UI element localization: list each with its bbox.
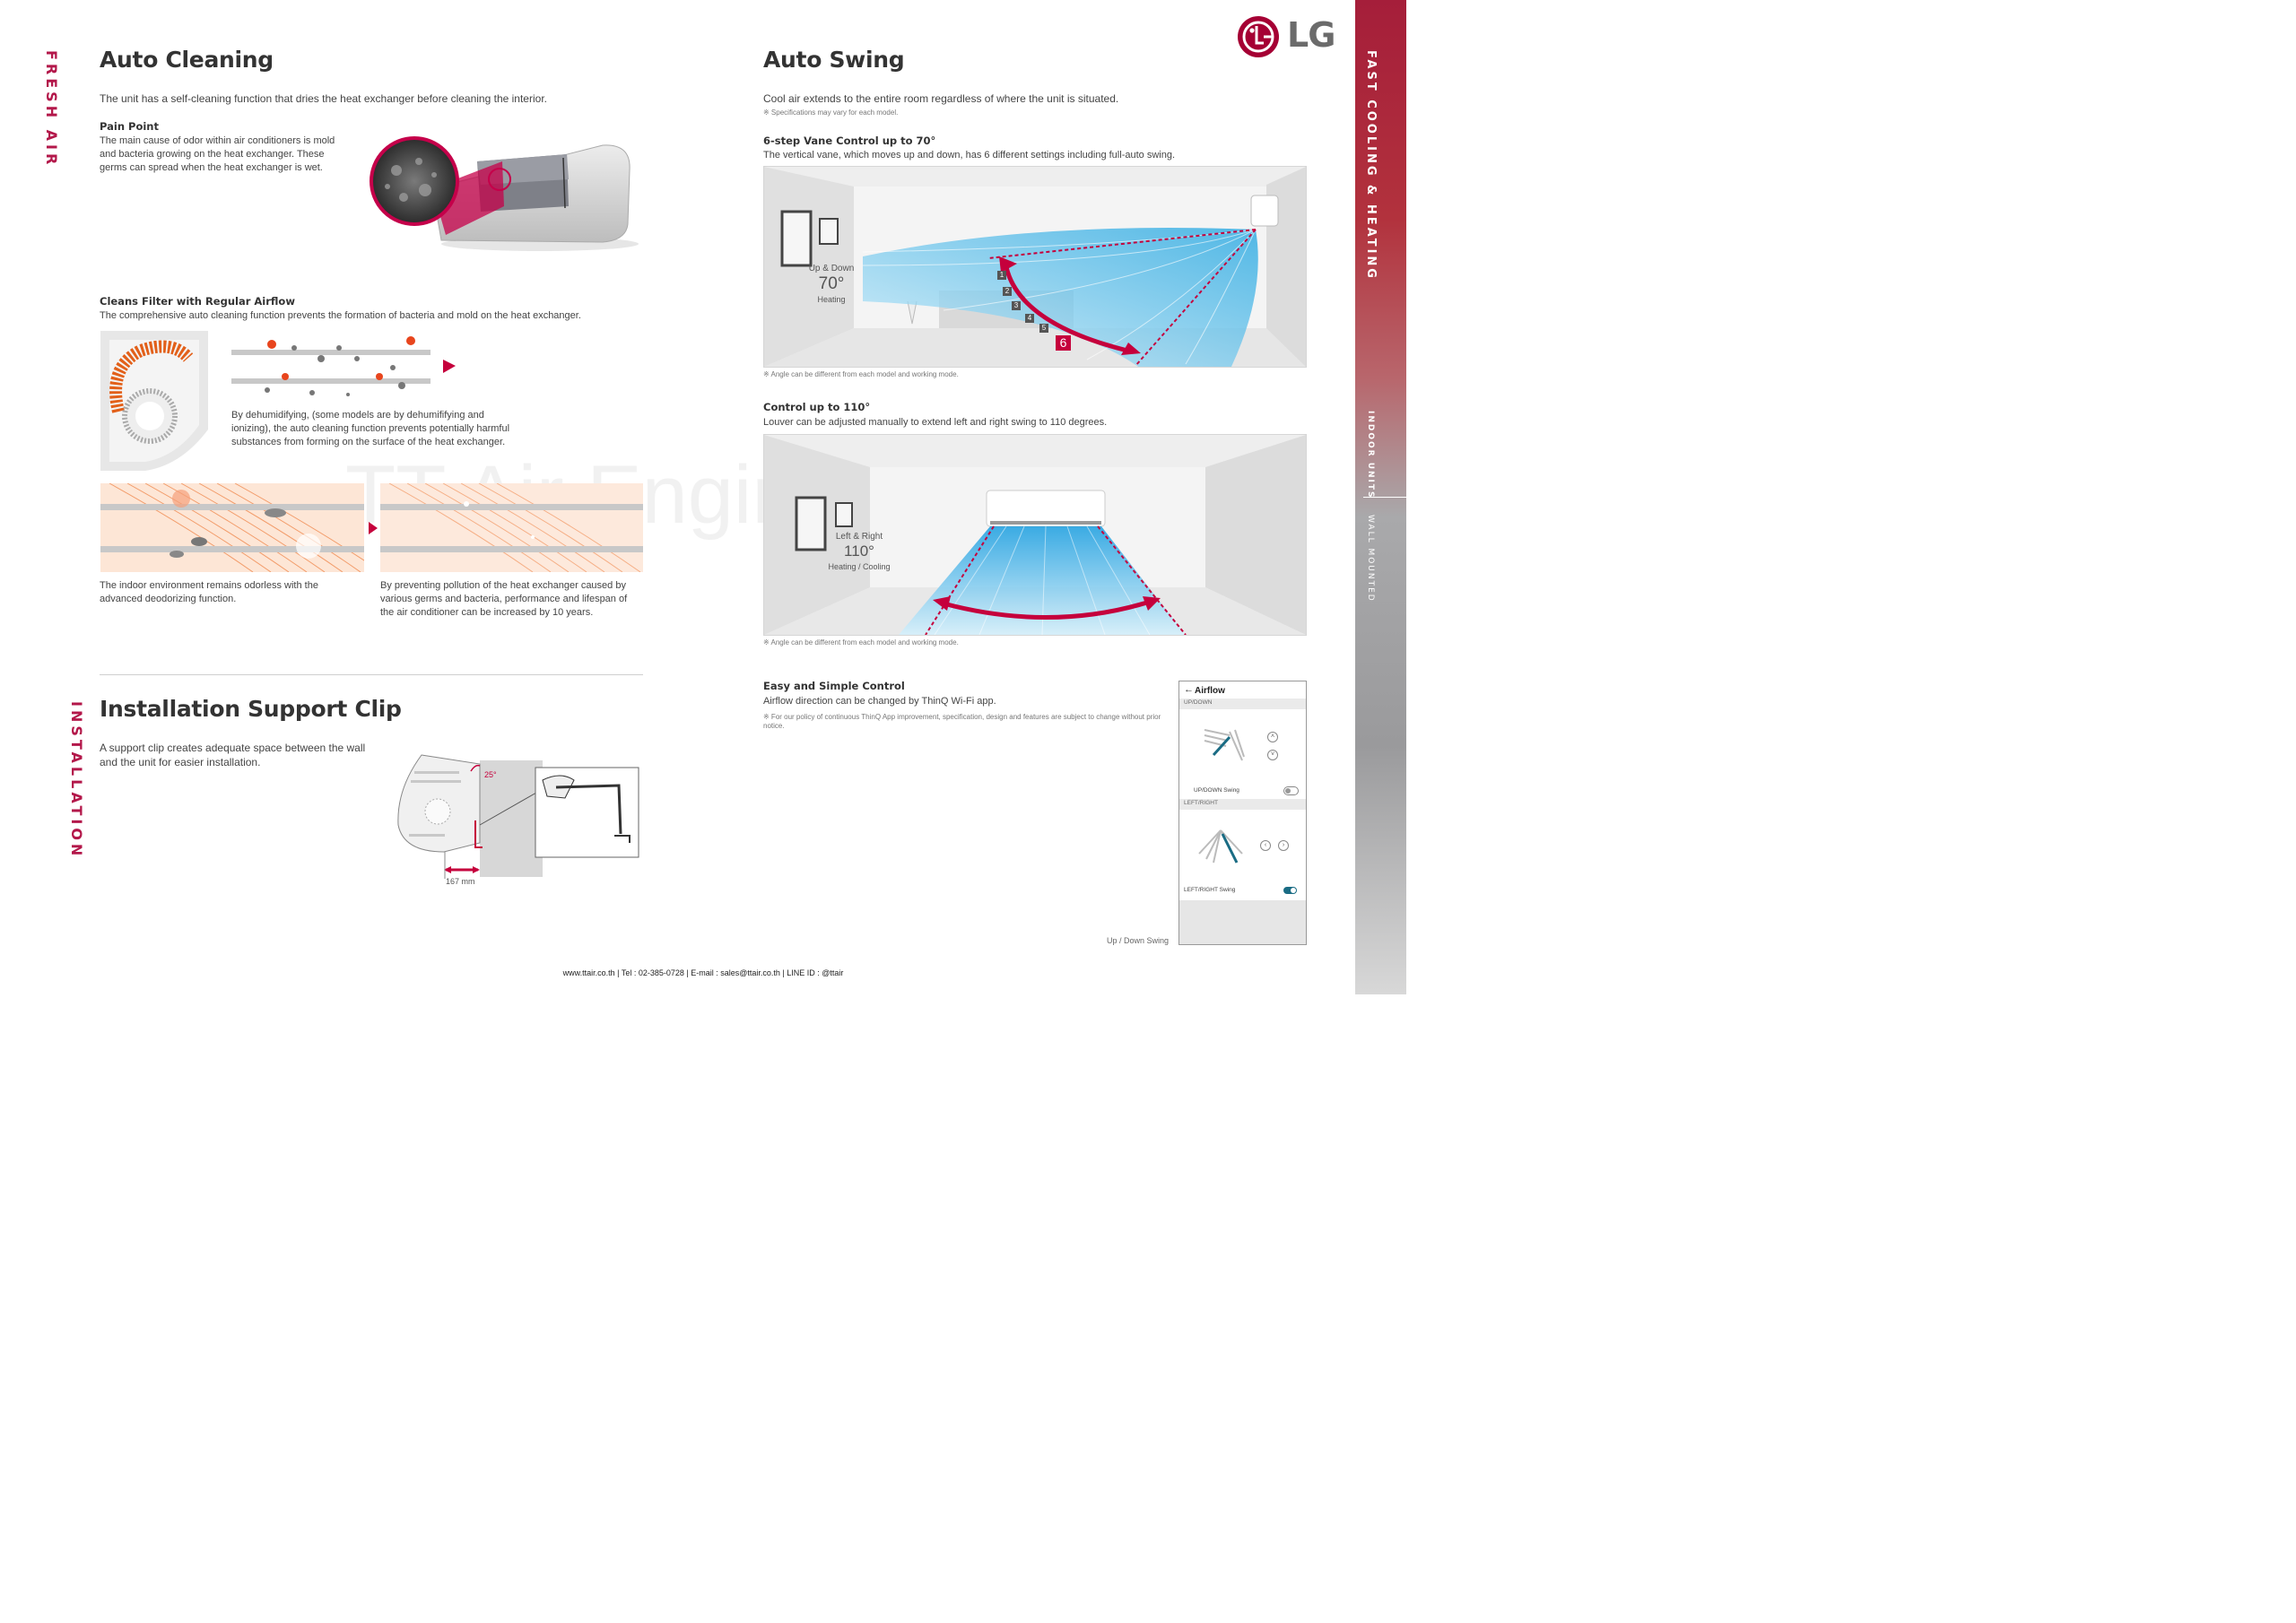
vane-step-4: 4 (1025, 314, 1034, 323)
updown-swing-caption: Up / Down Swing (1107, 936, 1170, 945)
easy-control-title: Easy and Simple Control (763, 680, 905, 692)
heat-exchanger-cross-section (100, 331, 208, 471)
easy-control-text: Airflow direction can be changed by Thin… (763, 696, 996, 707)
band-label-wall-mounted: WALL MOUNTED (1366, 515, 1375, 603)
odorless-text: The indoor environment remains odorless … (100, 580, 318, 604)
auto-swing-spec-note: ※ Specifications may vary for each model… (763, 108, 899, 117)
filter-text: The comprehensive auto cleaning function… (100, 310, 581, 321)
vane-title: 6-step Vane Control up to 70° (763, 135, 936, 147)
updown-swing-label: UP/DOWN Swing (1194, 787, 1239, 794)
updown-swing-toggle[interactable] (1283, 786, 1299, 795)
app-title: Airflow (1195, 686, 1225, 696)
pain-point-text: The main cause of odor within air condit… (100, 135, 335, 173)
odor-airflow-before (100, 483, 364, 572)
side-label-fresh-air: FRESH AIR (43, 50, 60, 169)
lifespan-text: By preventing pollution of the heat exch… (380, 580, 628, 618)
thinq-app-screen: ← Airflow UP/DOWN ˄ ˅ UP/DOWN Swing LEFT… (1178, 681, 1307, 945)
auto-cleaning-intro: The unit has a self-cleaning function th… (100, 92, 547, 105)
updown-vane-graphic (1203, 725, 1248, 766)
installation-title: Installation Support Clip (100, 696, 402, 722)
strip-arrow (369, 522, 378, 534)
louver-overlay-angle: 110° (844, 542, 874, 560)
updown-section-header: UP/DOWN (1179, 699, 1306, 709)
ac-unit-magnified-image (370, 135, 639, 256)
section-divider (100, 674, 643, 675)
vane-room-illustration (763, 166, 1307, 368)
band-label-indoor-units: INDOOR UNITS (1366, 411, 1375, 499)
control-title: Control up to 110° (763, 401, 871, 413)
dehumidify-text: By dehumidifying, (some models are by de… (231, 410, 510, 447)
leftright-section-header: LEFT/RIGHT (1179, 799, 1306, 810)
vane-step-3: 3 (1012, 301, 1021, 310)
auto-swing-title: Auto Swing (763, 47, 905, 73)
installation-text: A support clip creates adequate space be… (100, 742, 366, 768)
vane-step-5: 5 (1039, 324, 1048, 333)
vane-text: The vertical vane, which moves up and do… (763, 150, 1175, 161)
band-divider (1363, 497, 1406, 498)
clip-angle-label: 25° (484, 770, 497, 779)
louver-room-illustration (763, 434, 1307, 636)
app-bottom-area (1179, 900, 1306, 944)
vane-overlay-mode: Heating (817, 295, 846, 304)
lg-logo-icon (1238, 16, 1279, 57)
footer-contact: www.ttair.co.th | Tel : 02-385-0728 | E-… (562, 968, 844, 977)
updown-section-label: UP/DOWN (1184, 699, 1213, 706)
band-label-fast-cooling: FAST COOLING & HEATING (1364, 50, 1378, 281)
pain-point-title: Pain Point (100, 120, 159, 133)
leftright-section-label: LEFT/RIGHT (1184, 800, 1218, 806)
louver-overlay-mode: Heating / Cooling (828, 562, 891, 571)
updown-up-button[interactable]: ˄ (1267, 732, 1278, 742)
vane-step-1: 1 (997, 271, 1006, 280)
angle-note-2: ※ Angle can be different from each model… (763, 638, 959, 647)
clip-distance-label: 167 mm (446, 877, 475, 886)
vane-overlay-angle: 70° (818, 274, 845, 293)
angle-note-1: ※ Angle can be different from each model… (763, 370, 959, 378)
leftright-right-button[interactable]: › (1278, 840, 1289, 851)
leftright-left-button[interactable]: ‹ (1260, 840, 1271, 851)
vane-step-6: 6 (1056, 335, 1071, 351)
easy-control-note: ※ For our policy of continuous ThinQ App… (763, 713, 1161, 730)
lg-logo-text: LG (1287, 15, 1335, 55)
louver-overlay-label: Left & Right (835, 532, 883, 542)
control-text: Louver can be adjusted manually to exten… (763, 417, 1108, 428)
filter-particles-diagram (231, 332, 457, 402)
leftright-vane-graphic (1196, 827, 1246, 866)
auto-cleaning-title: Auto Cleaning (100, 47, 274, 73)
odor-airflow-after (380, 483, 643, 572)
lg-logo: LG (1237, 15, 1337, 58)
back-arrow-icon[interactable]: ← (1184, 684, 1194, 695)
vane-step-2: 2 (1003, 287, 1012, 296)
auto-swing-intro: Cool air extends to the entire room rega… (763, 92, 1119, 105)
leftright-swing-label: LEFT/RIGHT Swing (1184, 887, 1236, 893)
filter-title: Cleans Filter with Regular Airflow (100, 295, 295, 308)
leftright-swing-toggle[interactable] (1283, 887, 1297, 894)
vane-overlay-label: Up & Down (808, 264, 855, 273)
installation-clip-diagram (395, 753, 641, 888)
updown-down-button[interactable]: ˅ (1267, 750, 1278, 760)
side-label-installation: INSTALLATION (68, 701, 85, 860)
